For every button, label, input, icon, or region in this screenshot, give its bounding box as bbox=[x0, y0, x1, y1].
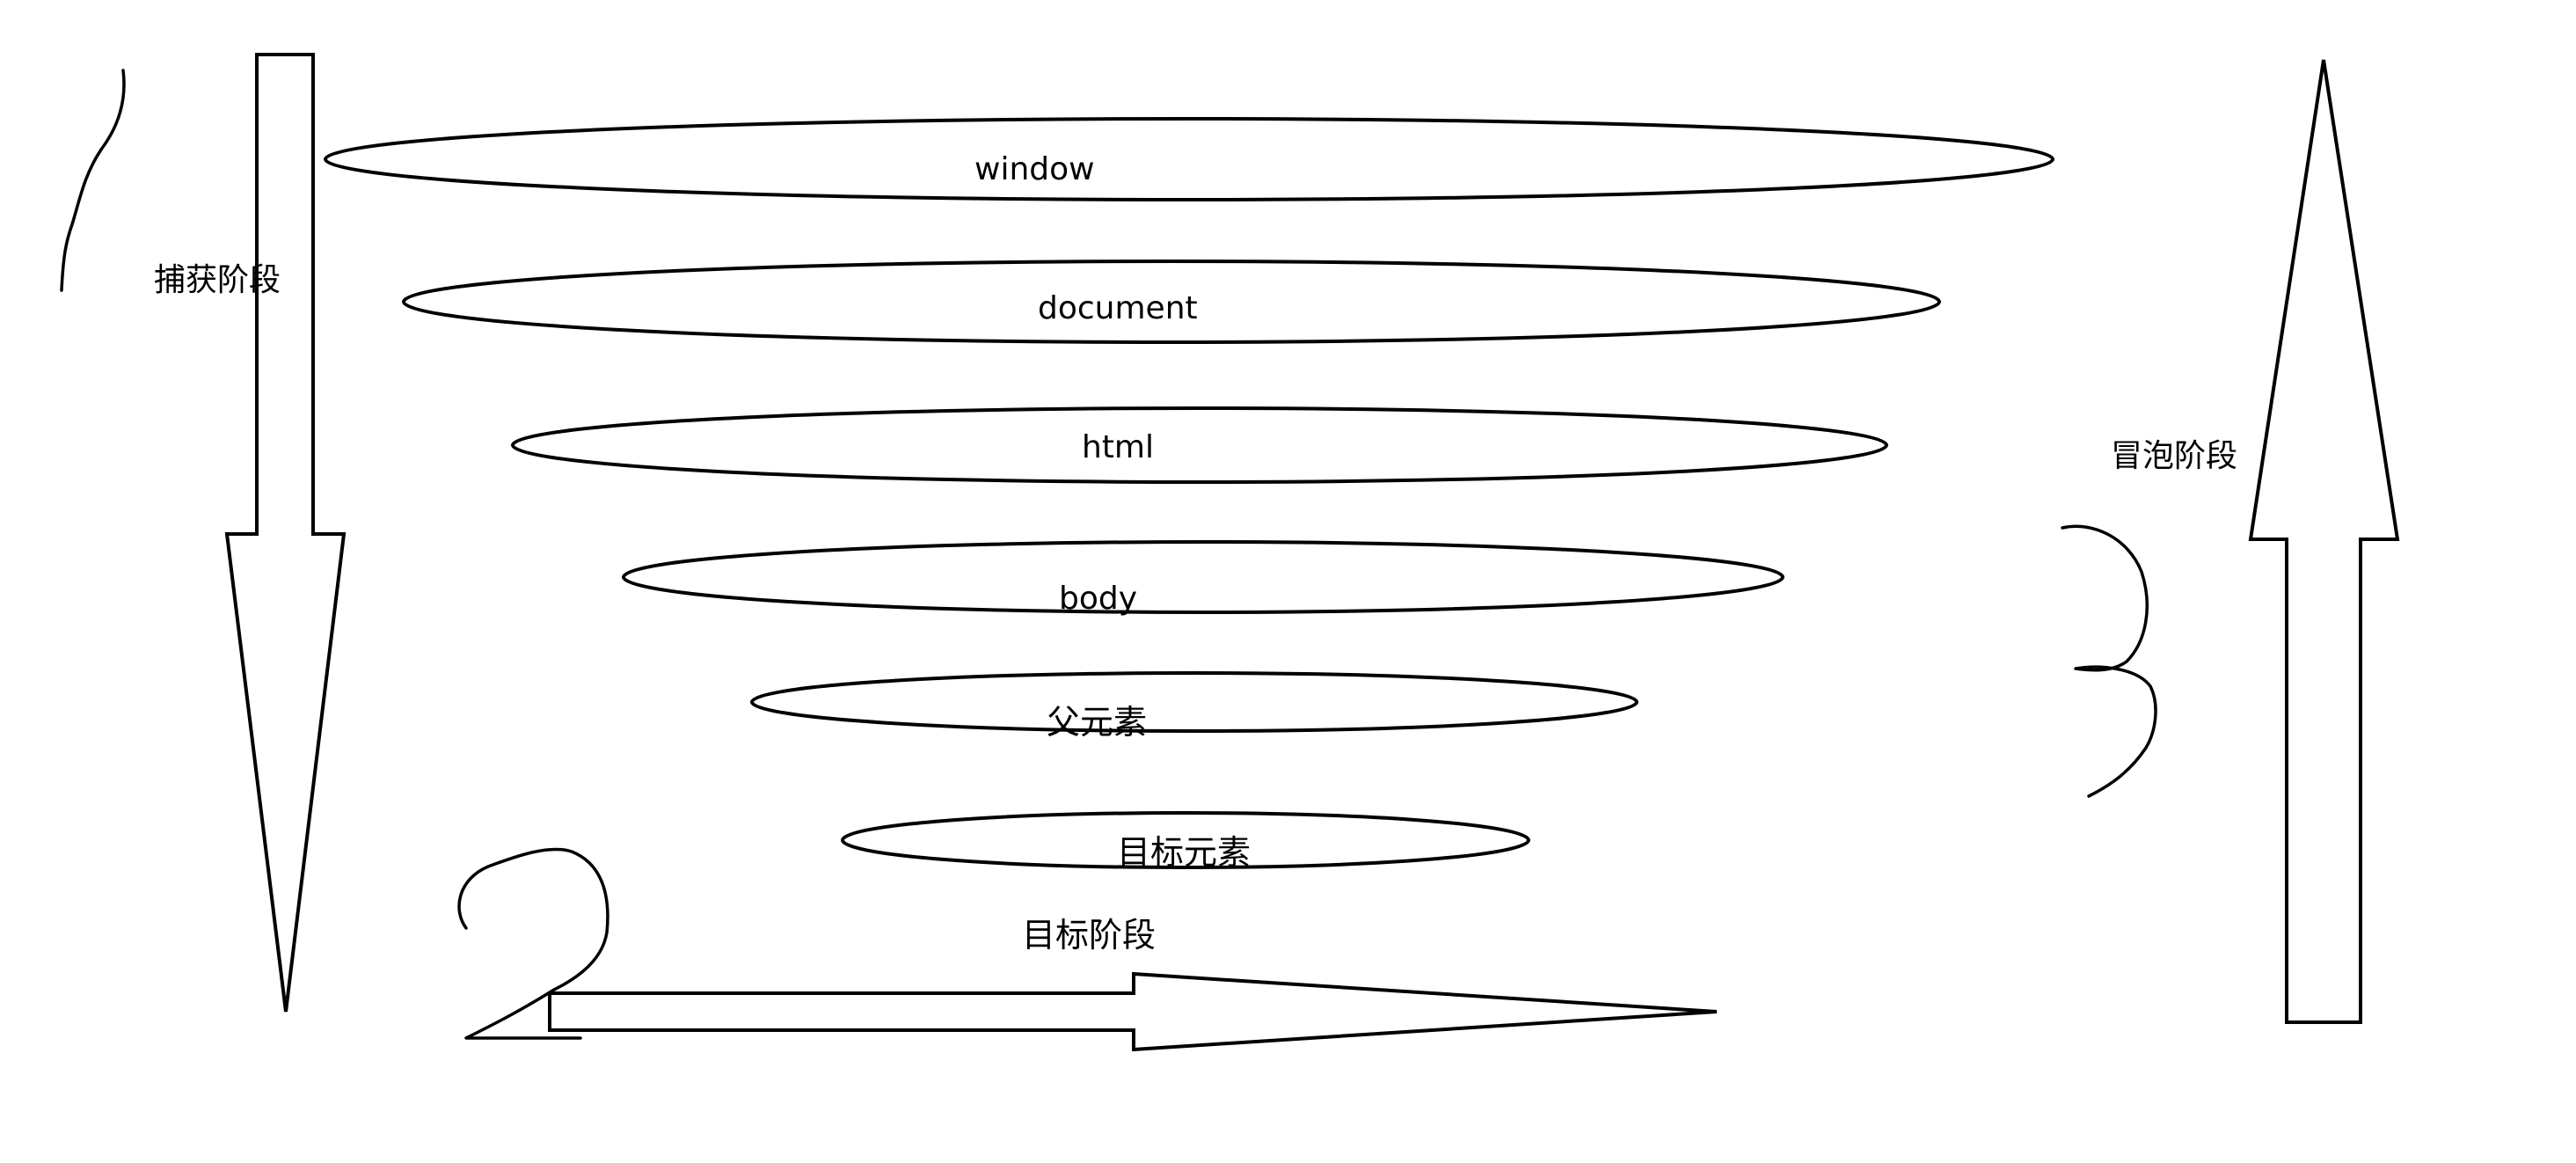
layer-document-label: document bbox=[1038, 290, 1198, 326]
target-arrow bbox=[548, 971, 1718, 1052]
layer-document-ellipse bbox=[402, 260, 1941, 344]
bubble-phase-label: 冒泡阶段 bbox=[2111, 438, 2237, 474]
handwritten-number-1 bbox=[60, 69, 126, 292]
layer-parent-element-ellipse bbox=[750, 671, 1638, 733]
handwritten-number-2 bbox=[457, 847, 609, 1040]
capture-arrow bbox=[224, 53, 347, 1013]
target-phase-label: 目标阶段 bbox=[1022, 916, 1156, 955]
layer-body-label: body bbox=[1059, 581, 1137, 617]
capture-phase-label: 捕获阶段 bbox=[154, 262, 281, 298]
layer-body-ellipse bbox=[622, 540, 1784, 614]
layer-target-element-label: 目标元素 bbox=[1117, 833, 1251, 872]
bubble-arrow bbox=[2248, 59, 2400, 1024]
handwritten-number-3 bbox=[2061, 524, 2157, 798]
layer-window-label: window bbox=[974, 151, 1095, 187]
layer-window-ellipse bbox=[324, 117, 2054, 201]
layer-html-label: html bbox=[1082, 429, 1154, 465]
layer-target-element-ellipse bbox=[841, 811, 1530, 869]
layer-parent-element-label: 父元素 bbox=[1047, 703, 1147, 742]
layer-html-ellipse bbox=[511, 406, 1888, 484]
